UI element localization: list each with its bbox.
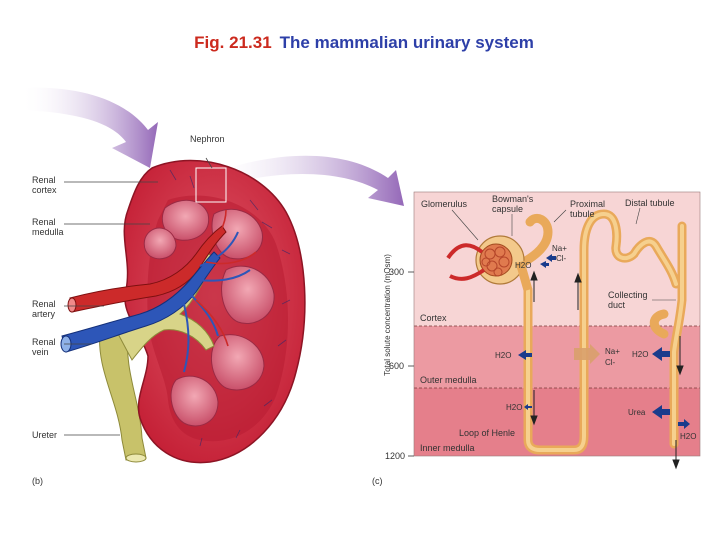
h2o-collecting: H2O — [632, 350, 649, 359]
region-outer-medulla: Outer medulla — [420, 375, 477, 385]
panel-c-label: (c) — [372, 476, 383, 486]
arrow-to-kidney — [20, 87, 158, 168]
distal-label: Distal tubule — [625, 198, 675, 208]
figure-number: Fig. 21.31 — [194, 33, 272, 52]
renal-artery-vessel — [69, 225, 227, 313]
tick-600: 600 — [389, 361, 405, 371]
renal-vein-vessel — [61, 251, 221, 353]
h2o-bottom: H2O — [680, 432, 697, 441]
h2o-descending: H2O — [495, 351, 512, 360]
region-cortex: Cortex — [420, 313, 447, 323]
nephron-box — [195, 167, 227, 203]
cl-proximal: Cl- — [556, 254, 567, 263]
cl-ascending: Cl- — [605, 358, 616, 367]
glomerulus-label: Glomerulus — [421, 199, 468, 209]
arrow-to-nephron — [222, 155, 404, 206]
renal-pyramids — [143, 199, 275, 427]
tick-300: 300 — [389, 267, 405, 277]
h2o-loop: H2O — [506, 403, 523, 412]
region-inner-medulla: Inner medulla — [420, 443, 475, 453]
figure-title: Fig. 21.31 The mammalian urinary system — [0, 33, 728, 53]
urea-label: Urea — [628, 408, 646, 417]
na-ascending: Na+ — [605, 347, 620, 356]
loop-label: Loop of Henle — [459, 428, 516, 438]
tick-1200: 1200 — [385, 451, 406, 461]
ureter-label: Ureter — [32, 430, 58, 440]
panel-b-label: (b) — [32, 476, 43, 486]
nephron-label: Nephron — [190, 134, 225, 144]
na-proximal: Na+ — [552, 244, 567, 253]
transport-arrows — [518, 254, 690, 429]
h2o-proximal: H2O — [515, 261, 532, 270]
figure-name: The mammalian urinary system — [279, 33, 534, 52]
